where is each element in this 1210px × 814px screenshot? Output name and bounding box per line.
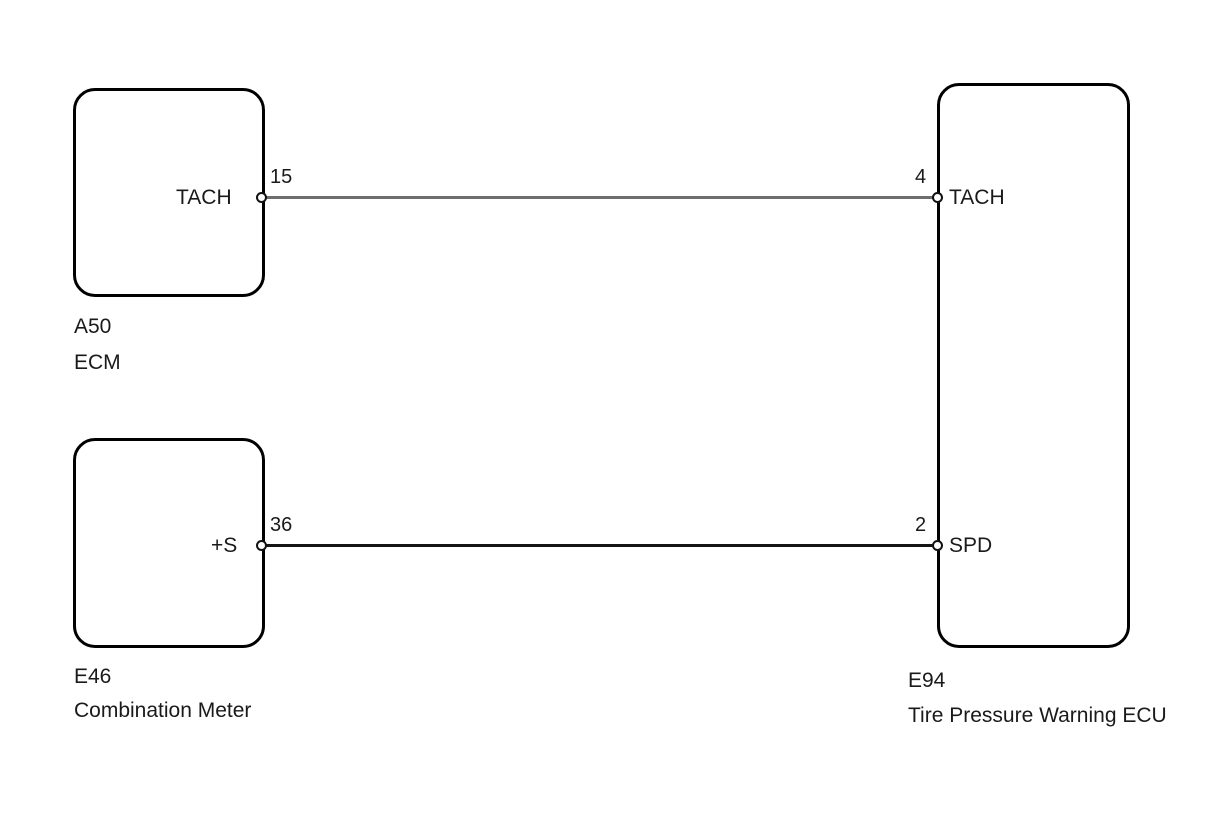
unit-box-a50 [73,88,265,297]
terminal-node-e94-spd [932,540,943,551]
wire-spd-e46-to-e94 [261,544,939,547]
terminal-node-e46-plus-s [256,540,267,551]
pin-number-a50-tach: 15 [270,166,293,188]
pin-number-e94-tach: 4 [915,166,927,188]
pin-name-e94-spd: SPD [949,534,993,557]
unit-description-e94: Tire Pressure Warning ECU [908,704,1167,727]
pin-number-e46-plus-s: 36 [270,514,293,536]
pin-name-a50-tach: TACH [176,186,232,209]
wire-tach-a50-to-e94 [261,196,939,199]
unit-box-e46 [73,438,265,648]
unit-id-a50: A50 [74,315,112,338]
terminal-node-e94-tach [932,192,943,203]
unit-description-e46: Combination Meter [74,699,252,722]
unit-id-e94: E94 [908,669,946,692]
unit-box-e94 [937,83,1130,648]
unit-description-a50: ECM [74,351,121,374]
pin-name-e94-tach: TACH [949,186,1005,209]
terminal-node-a50-tach [256,192,267,203]
pin-name-e46-plus-s: +S [211,534,238,557]
pin-number-e94-spd: 2 [915,514,927,536]
unit-id-e46: E46 [74,665,112,688]
